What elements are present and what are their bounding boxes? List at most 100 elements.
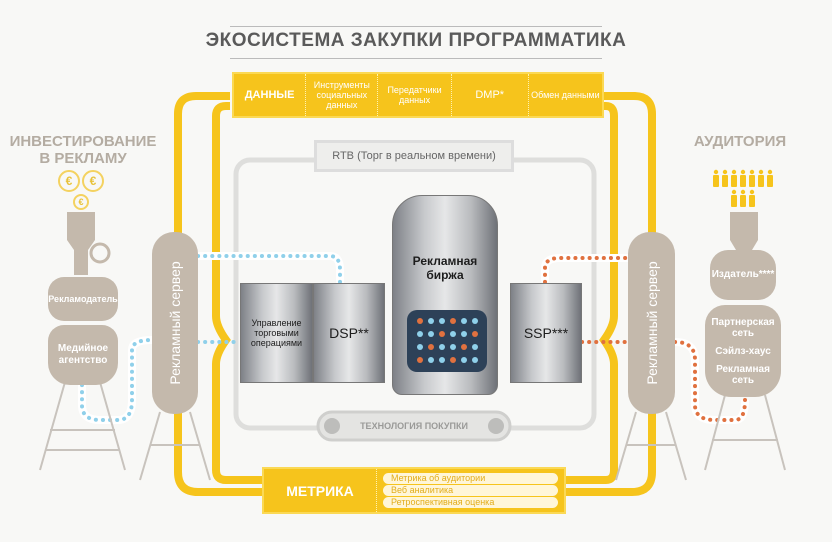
data-label: ДАННЫЕ bbox=[234, 74, 307, 116]
inner-left-pipe bbox=[212, 102, 262, 484]
person-icon bbox=[731, 169, 737, 175]
person-icon bbox=[767, 175, 773, 187]
rtb-label: RTB (Торг в реальном времени) bbox=[314, 140, 514, 172]
exchange-dot bbox=[439, 357, 445, 363]
exchange-dot bbox=[439, 331, 445, 337]
left-heading-line: В РЕКЛАМУ bbox=[39, 150, 127, 167]
exchange-dot bbox=[439, 318, 445, 324]
dsp-unit: DSP** bbox=[313, 283, 385, 383]
left-heading: ИНВЕСТИРОВАНИЕ В РЕКЛАМУ bbox=[8, 133, 158, 167]
trading-desk-unit: Управление торговыми операциями bbox=[240, 283, 313, 383]
right-funnel bbox=[730, 212, 758, 250]
partner-network-label: сеть bbox=[731, 327, 755, 339]
data-item: DMP* bbox=[452, 74, 529, 116]
trading-desk-label: Управление bbox=[251, 318, 302, 328]
data-item: Передатчики данных bbox=[378, 74, 452, 116]
buying-tech-label: ТЕХНОЛОГИЯ ПОКУПКИ bbox=[360, 421, 468, 431]
trading-desk-label: операциями bbox=[250, 338, 303, 348]
conveyor-belt bbox=[316, 410, 512, 442]
ssp-label: SSP*** bbox=[523, 325, 569, 341]
exchange-dot bbox=[450, 357, 456, 363]
exchange-dot bbox=[472, 344, 478, 350]
person-icon bbox=[767, 169, 773, 175]
person-icon bbox=[713, 169, 719, 175]
inner-right-pipe bbox=[566, 102, 618, 484]
exchange-dot bbox=[417, 331, 423, 337]
agency-label: агентство bbox=[58, 355, 108, 366]
seller-tank: Партнерская сеть Сэйлз-хаус Рекламная се… bbox=[705, 305, 781, 397]
ad-network-label: Рекламная bbox=[716, 363, 770, 375]
exchange-label: биржа bbox=[426, 268, 464, 282]
exchange-dot bbox=[450, 344, 456, 350]
belt-wheel-left bbox=[324, 418, 340, 434]
person-icon bbox=[740, 189, 746, 195]
person-icon bbox=[749, 195, 755, 207]
person-icon bbox=[731, 175, 737, 187]
exchange-label: Рекламная bbox=[412, 254, 478, 268]
valve-wheel-icon bbox=[89, 242, 111, 264]
exchange-dot bbox=[472, 357, 478, 363]
title-underline bbox=[230, 58, 602, 59]
page-title: ЭКОСИСТЕМА ЗАКУПКИ ПРОГРАММАТИКА bbox=[205, 30, 627, 51]
right-heading: АУДИТОРИЯ bbox=[693, 133, 787, 150]
advertiser-label: Рекламодатель bbox=[48, 294, 118, 304]
exchange-dot bbox=[461, 344, 467, 350]
exchange-dot bbox=[428, 318, 434, 324]
agency-tank: Медийное агентство bbox=[48, 325, 118, 385]
metrics-item: Ретроспективная оценка bbox=[383, 497, 558, 508]
exchange-dot bbox=[472, 331, 478, 337]
person-icon bbox=[731, 195, 737, 207]
exchange-dot bbox=[417, 318, 423, 324]
euro-coin-icon: € bbox=[73, 194, 89, 210]
exchange-dot bbox=[428, 344, 434, 350]
euro-coin-icon: € bbox=[58, 170, 80, 192]
person-icon bbox=[740, 175, 746, 187]
exchange-dot bbox=[461, 357, 467, 363]
left-heading-line: ИНВЕСТИРОВАНИЕ bbox=[9, 133, 157, 150]
exchange-dot bbox=[428, 331, 434, 337]
metrics-label: МЕТРИКА bbox=[264, 469, 377, 512]
funnel bbox=[67, 212, 95, 275]
metrics-list: Метрика об аудитории Веб аналитика Ретро… bbox=[377, 472, 564, 509]
person-icon bbox=[731, 189, 737, 195]
publisher-label: Издатель**** bbox=[711, 269, 775, 280]
sales-house-label: Сэйлз-хаус bbox=[715, 345, 771, 357]
person-icon bbox=[713, 175, 719, 187]
publisher-tank: Издатель**** bbox=[710, 250, 776, 300]
person-icon bbox=[758, 169, 764, 175]
ad-server-left: Рекламный сервер bbox=[152, 232, 198, 414]
person-icon bbox=[749, 169, 755, 175]
orange-data-flow bbox=[541, 254, 749, 424]
exchange-dot bbox=[428, 357, 434, 363]
person-icon bbox=[749, 175, 755, 187]
exchange-dot bbox=[472, 318, 478, 324]
ad-server-right: Рекламный сервер bbox=[628, 232, 675, 414]
exchange-dot bbox=[450, 318, 456, 324]
dsp-label: DSP** bbox=[329, 325, 369, 341]
person-icon bbox=[740, 195, 746, 207]
person-icon bbox=[722, 169, 728, 175]
ad-network-label: сеть bbox=[731, 374, 755, 386]
ssp-unit: SSP*** bbox=[510, 283, 582, 383]
advertiser-tank: Рекламодатель bbox=[48, 277, 118, 321]
data-bar: ДАННЫЕ Инструменты социальных данных Пер… bbox=[232, 72, 604, 118]
tower-legs bbox=[39, 381, 786, 481]
partner-network-label: Партнерская bbox=[711, 316, 775, 328]
euro-coin-icon: € bbox=[82, 170, 104, 192]
exchange-dot bbox=[461, 318, 467, 324]
person-icon bbox=[722, 175, 728, 187]
metrics-item: Веб аналитика bbox=[383, 485, 558, 496]
person-icon bbox=[758, 175, 764, 187]
blue-data-flow bbox=[78, 252, 344, 424]
person-icon bbox=[749, 189, 755, 195]
trading-desk-label: торговыми bbox=[254, 328, 299, 338]
exchange-dot bbox=[417, 357, 423, 363]
ad-server-label: Рекламный сервер bbox=[643, 261, 660, 385]
agency-label: Медийное bbox=[57, 343, 109, 354]
title-rule bbox=[230, 26, 602, 27]
person-icon bbox=[740, 169, 746, 175]
data-item: Инструменты социальных данных bbox=[306, 74, 379, 116]
exchange-dot bbox=[417, 344, 423, 350]
coins: € € € bbox=[58, 170, 126, 212]
